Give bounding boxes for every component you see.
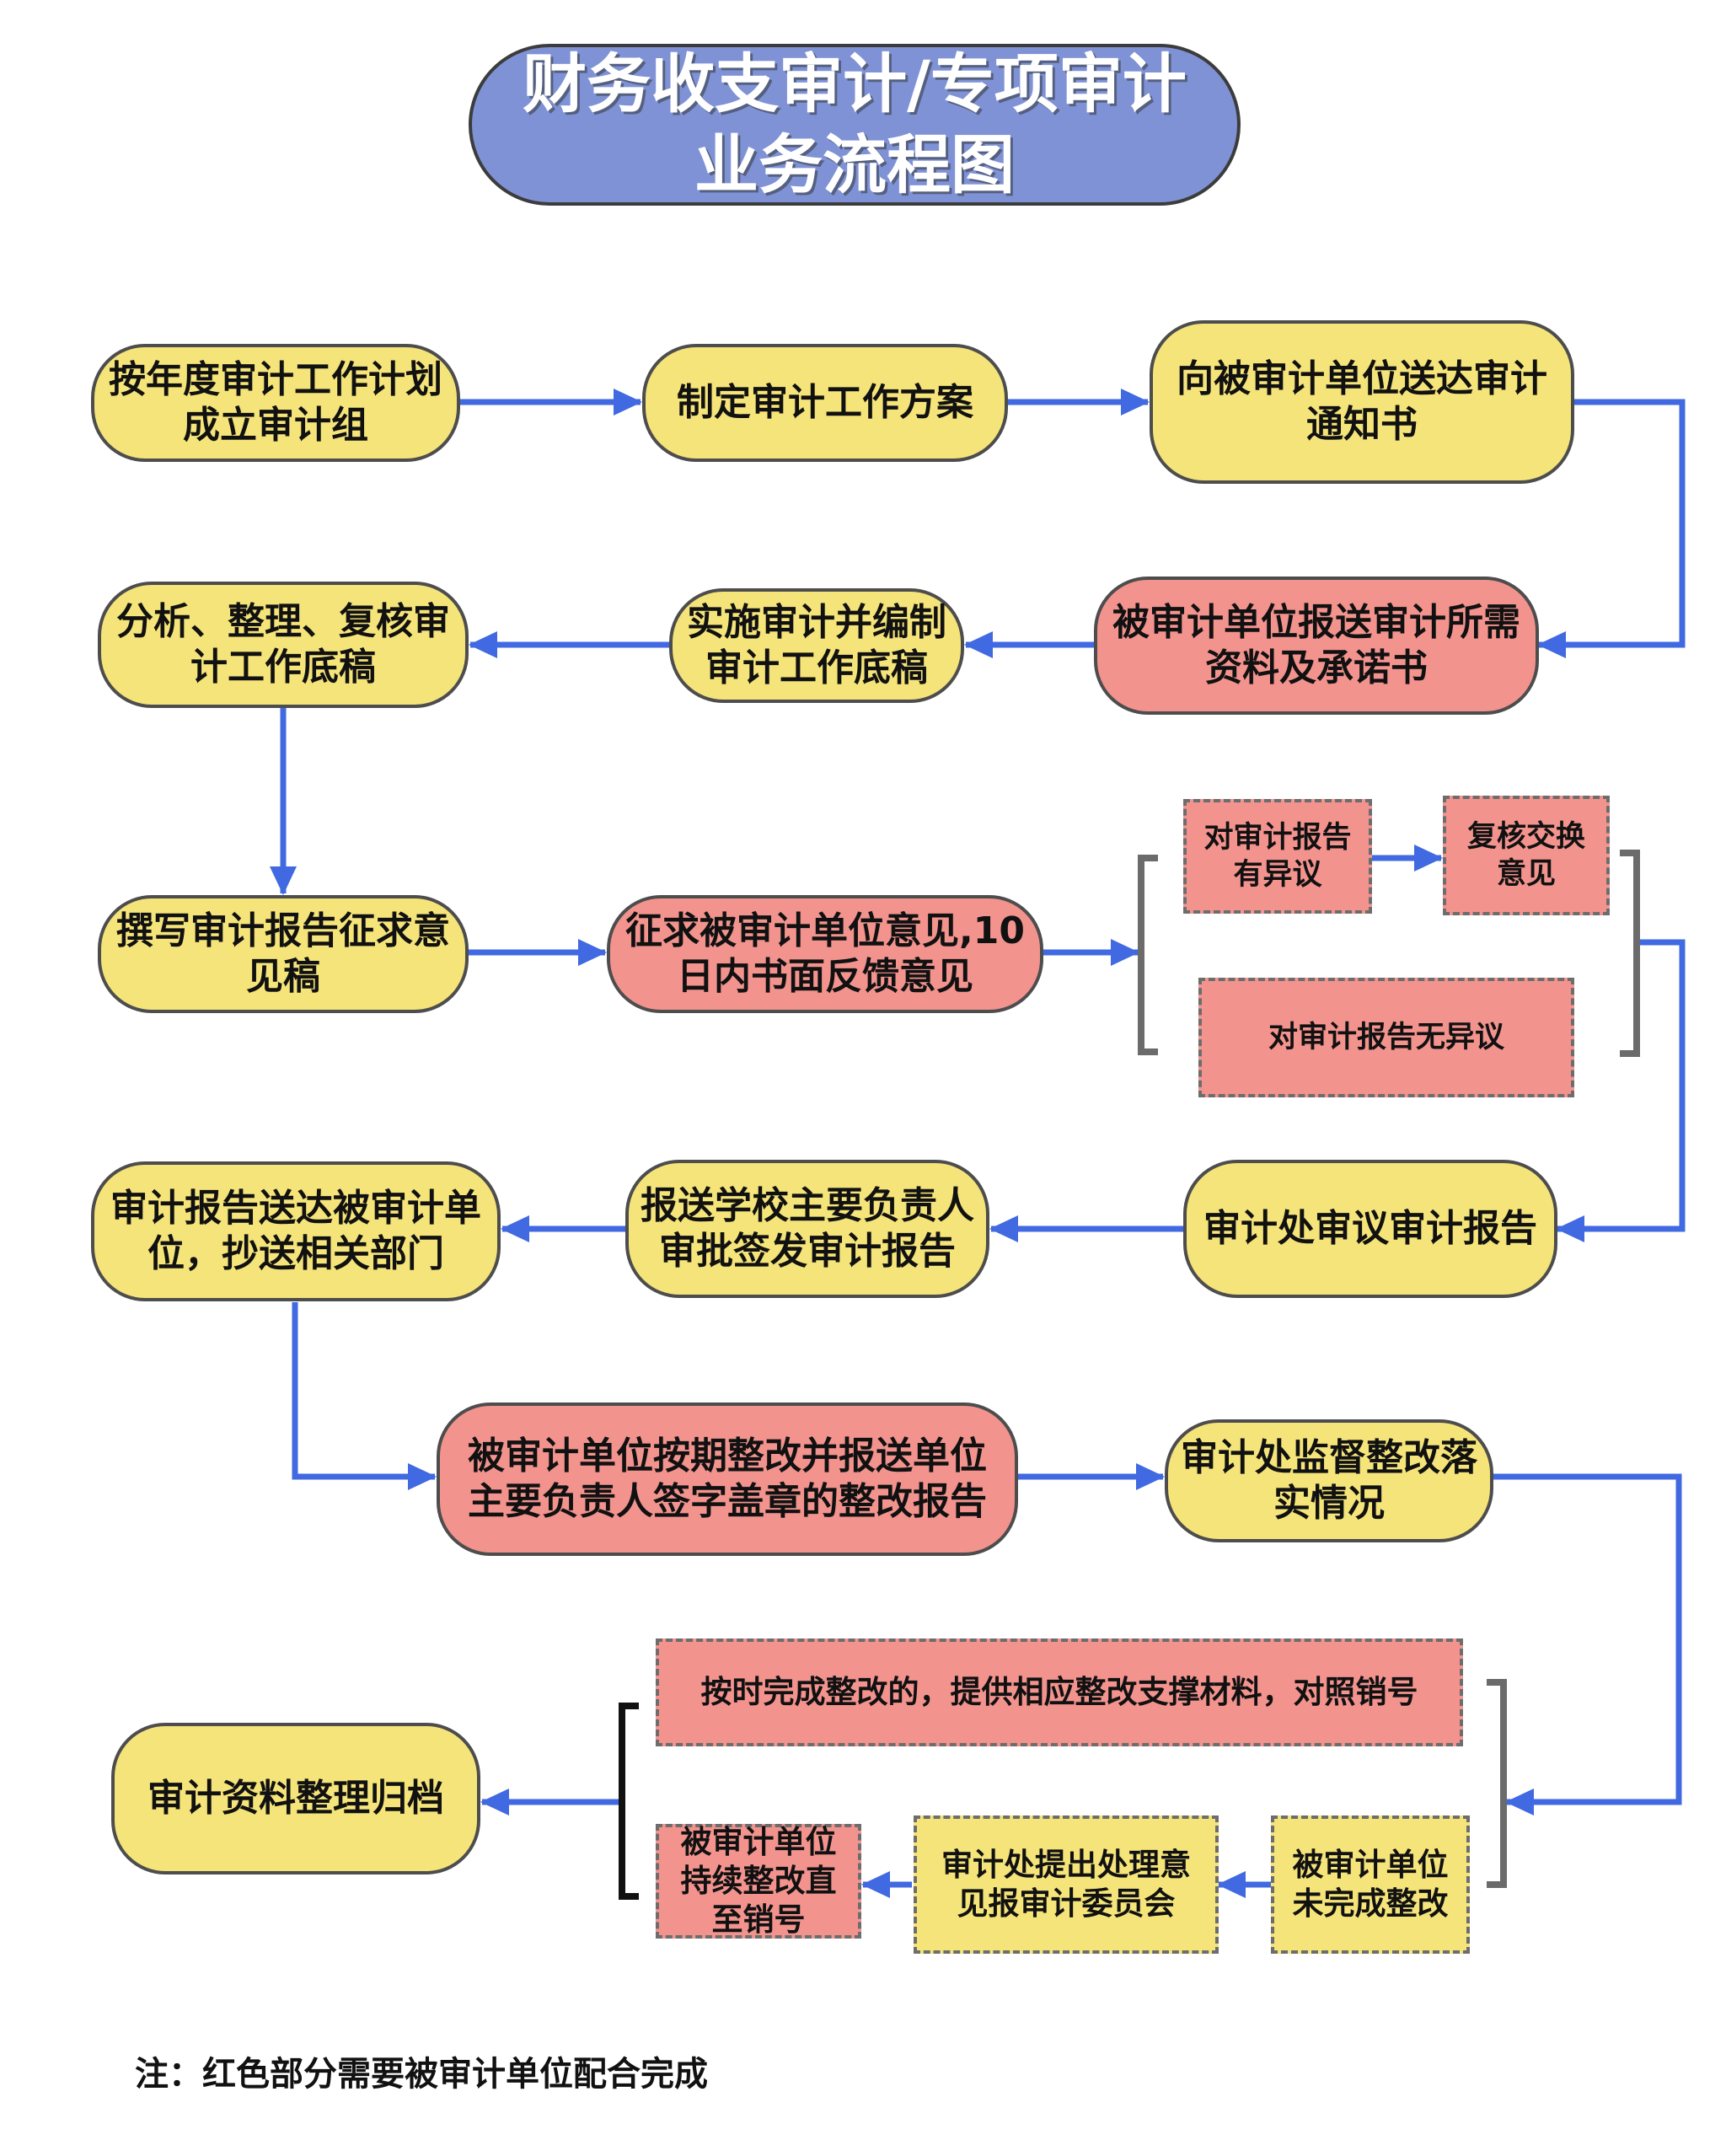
node-recheck-exchange: 复核交换意见 [1443,796,1610,915]
bracket-opinion-left [1138,855,1158,1055]
bracket-opinion-right [1620,850,1640,1057]
footnote: 注：红色部分需要被审计单位配合完成 [135,2055,708,2094]
node-review-report: 审计处审议审计报告 [1183,1160,1557,1298]
node-propose-handling: 审计处提出处理意见报审计委员会 [914,1815,1219,1954]
node-make-plan: 制定审计工作方案 [642,344,1008,462]
node-seek-opinion: 征求被审计单位意见,10日内书面反馈意见 [607,895,1043,1013]
node-not-completed: 被审计单位未完成整改 [1271,1815,1470,1954]
node-analyze-review: 分析、整理、复核审计工作底稿 [98,582,469,708]
bracket-outcomes-right [1487,1679,1507,1888]
node-analyze-review-label: 分析、整理、复核审计工作底稿 [116,600,450,689]
node-rectify-report: 被审计单位按期整改并报送单位主要负责人签字盖章的整改报告 [437,1402,1018,1556]
node-recheck-exchange-label: 复核交换意见 [1466,820,1585,891]
arrow-deliver-to-rectify [292,1302,437,1490]
node-approve-report: 报送学校主要负责人审批签发审计报告 [625,1160,989,1298]
node-supervise-rectify-label: 审计处监督整改落实情况 [1181,1436,1477,1525]
arrow-notice-to-materials [1537,399,1686,658]
node-rectify-report-label: 被审计单位按期整改并报送单位主要负责人签字盖章的整改报告 [468,1435,987,1523]
node-has-objection-label: 对审计报告有异议 [1203,821,1352,892]
node-propose-handling-label: 审计处提出处理意见报审计委员会 [941,1847,1191,1922]
node-has-objection: 对审计报告有异议 [1183,799,1372,914]
node-deliver-report-label: 审计报告送达被审计单位，抄送相关部门 [110,1187,481,1275]
node-continue-rectify: 被审计单位持续整改直至销号 [656,1824,861,1939]
node-archive-label: 审计资料整理归档 [147,1777,444,1820]
node-continue-rectify-label: 被审计单位持续整改直至销号 [680,1824,837,1938]
node-approve-report-label: 报送学校主要负责人审批签发审计报告 [641,1184,974,1273]
node-draft-report: 撰写审计报告征求意见稿 [98,895,469,1013]
node-no-objection-label: 对审计报告无异议 [1268,1021,1504,1054]
node-not-completed-label: 被审计单位未完成整改 [1292,1847,1449,1922]
title-line-1: 财务收支审计/专项审计 [523,46,1187,121]
arrow-options-to-review [1556,939,1686,1242]
node-send-notice-label: 向被审计单位送达审计通知书 [1177,357,1547,446]
node-no-objection: 对审计报告无异议 [1198,978,1574,1097]
node-seek-opinion-label: 征求被审计单位意见,10日内书面反馈意见 [625,909,1025,998]
node-form-audit-group: 按年度审计工作计划成立审计组 [91,344,460,462]
node-submit-materials-label: 被审计单位报送审计所需资料及承诺书 [1112,601,1520,689]
node-supervise-rectify: 审计处监督整改落实情况 [1165,1419,1493,1542]
node-draft-report-label: 撰写审计报告征求意见稿 [116,909,450,998]
node-archive: 审计资料整理归档 [111,1723,480,1874]
node-submit-materials: 被审计单位报送审计所需资料及承诺书 [1094,577,1539,715]
node-deliver-report: 审计报告送达被审计单位，抄送相关部门 [91,1161,501,1301]
node-review-report-label: 审计处审议审计报告 [1203,1207,1537,1250]
bracket-outcomes-left [619,1703,639,1900]
node-form-audit-group-label: 按年度审计工作计划成立审计组 [109,358,442,447]
title-line-2: 业务流程图 [694,127,1015,202]
diagram-title: 财务收支审计/专项审计 业务流程图 [469,44,1241,206]
node-make-plan-label: 制定审计工作方案 [677,381,973,424]
node-implement-audit: 实施审计并编制审计工作底稿 [669,588,964,703]
arrow-supervise-to-outcomes [1493,1473,1682,1815]
node-implement-audit-label: 实施审计并编制审计工作底稿 [687,601,946,689]
node-on-time-complete-label: 按时完成整改的，提供相应整改支撑材料，对照销号 [700,1674,1418,1710]
node-on-time-complete: 按时完成整改的，提供相应整改支撑材料，对照销号 [656,1638,1463,1746]
node-send-notice: 向被审计单位送达审计通知书 [1150,320,1574,484]
